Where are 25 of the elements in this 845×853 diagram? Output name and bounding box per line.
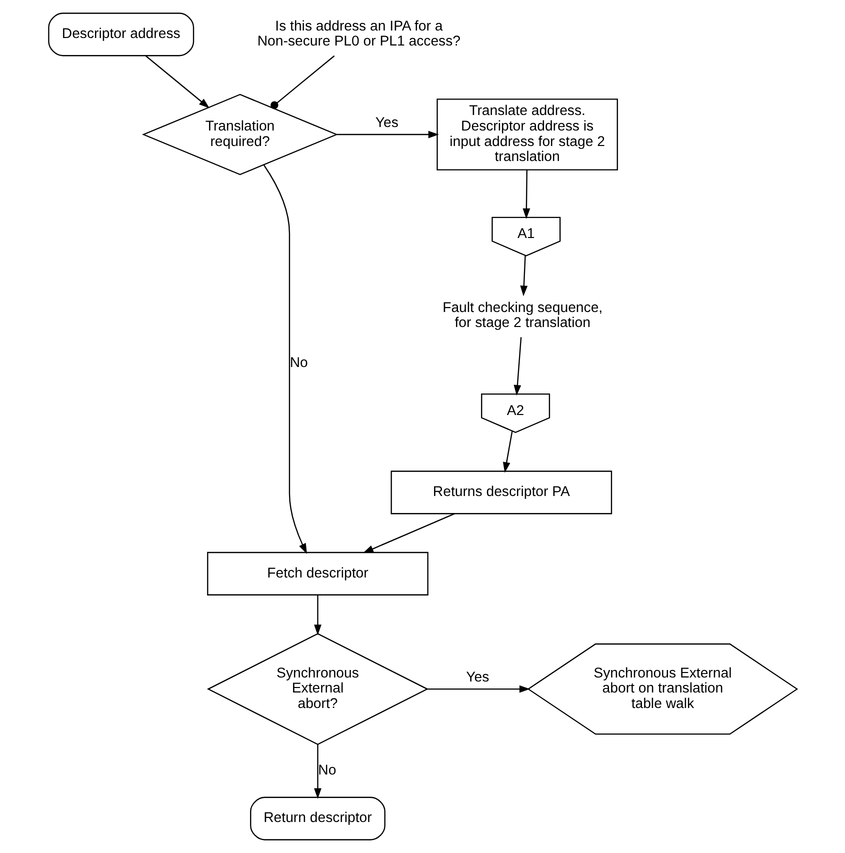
- node-box: Fetch descriptor: [206, 552, 428, 596]
- node-box: Translate address. Descriptor address is input address for stage 2 translation: [436, 98, 618, 170]
- arrow: [520, 256, 528, 296]
- node-diamond: Translation required?: [141, 94, 338, 176]
- edge-label: No: [289, 354, 308, 370]
- connector: [270, 55, 334, 109]
- arrow: [314, 744, 321, 799]
- arrow: [426, 685, 530, 693]
- node-diamond: Synchronous External abort?: [206, 633, 428, 746]
- arrow: [362, 513, 454, 554]
- arrow: [262, 164, 307, 554]
- arrow: [336, 130, 438, 138]
- node-text: Fault checking sequence, for stage 2 translation: [442, 298, 602, 330]
- arrow: [522, 170, 530, 219]
- arrow: [513, 337, 522, 396]
- node-box: Returns descriptor PA: [390, 470, 612, 514]
- node-text: Is this address an IPA for a Non-secure PL0 or PL1 access?: [256, 17, 460, 49]
- node-box: Return descriptor: [250, 796, 385, 840]
- node-box: Descriptor address: [48, 12, 194, 56]
- edge-label: No: [318, 762, 336, 778]
- edge-label: Yes: [374, 114, 398, 130]
- arrow: [144, 55, 210, 108]
- arrow: [314, 595, 321, 636]
- edge-label: Yes: [466, 668, 489, 685]
- arrow: [502, 430, 512, 473]
